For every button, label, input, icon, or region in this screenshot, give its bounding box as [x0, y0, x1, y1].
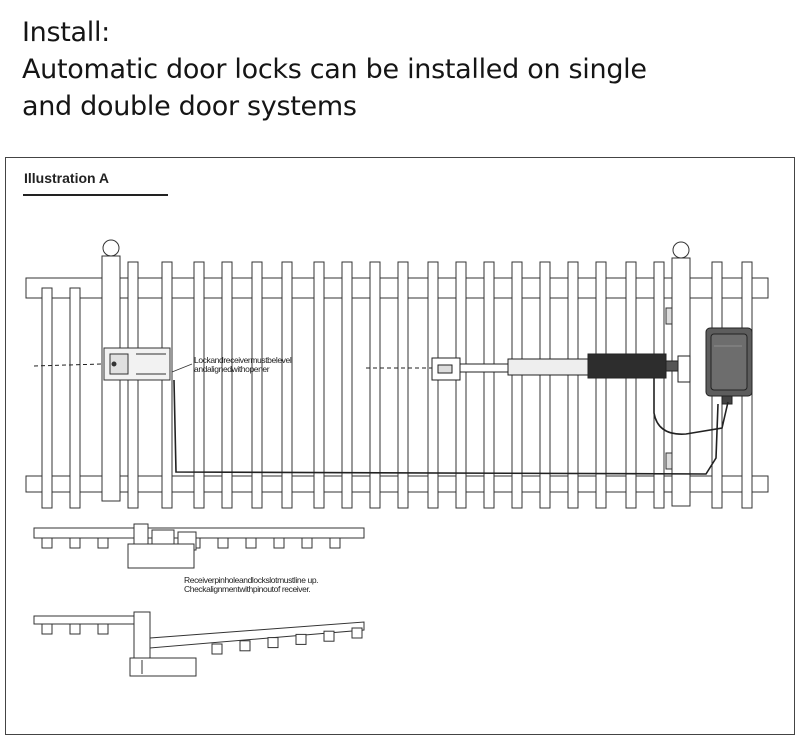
pin-alignment-note-line-1: Receiverpinholeandlockslotmustline up. [184, 575, 319, 585]
fence-picket [397, 261, 409, 509]
opener-cable [653, 378, 729, 435]
rail-tooth [97, 537, 109, 549]
fence-picket [539, 261, 551, 509]
power-cable [173, 379, 719, 475]
gate-opener [431, 353, 691, 383]
rail-tooth [69, 623, 81, 635]
heading-line-3: and double door systems [22, 91, 357, 122]
fence-rails [25, 277, 769, 493]
rail-tooth [295, 633, 307, 645]
fence-picket [653, 261, 665, 509]
bottom-rail [25, 475, 769, 493]
detail-view-bottom [33, 611, 365, 677]
fence-picket [127, 261, 139, 509]
lock-level-note-line-2: andalignedwithopener [194, 364, 270, 374]
rail-tooth [41, 623, 53, 635]
fence-picket [341, 261, 353, 509]
fence-picket [369, 261, 381, 509]
rail-tooth [97, 623, 109, 635]
rail-tooth [273, 537, 285, 549]
heading-line-1: Install: [22, 17, 110, 48]
fence-pickets [41, 261, 753, 509]
alignment-line-left [33, 363, 103, 367]
pin-alignment-note: Receiverpinholeandlockslotmustline up. C… [184, 575, 319, 594]
fence-picket [427, 261, 439, 509]
rail-tooth [217, 537, 229, 549]
illustration-frame: Illustration A [5, 157, 795, 735]
fence-picket [69, 287, 81, 509]
pin-alignment-note-line-2: Checkalignmentwithpinoutof receiver. [184, 584, 311, 594]
rail-tooth [323, 630, 335, 642]
lock-receiver [103, 347, 171, 381]
lock-callout-line [171, 363, 193, 373]
fence-picket [313, 261, 325, 509]
rail-tooth [245, 537, 257, 549]
fence-picket [251, 261, 263, 509]
fence-picket [511, 261, 523, 509]
rail-tooth [329, 537, 341, 549]
fence-picket [281, 261, 293, 509]
gate-diagram [25, 239, 769, 677]
fence-picket [221, 261, 233, 509]
fence-picket [193, 261, 205, 509]
rail-tooth [69, 537, 81, 549]
fence-picket [567, 261, 579, 509]
lock-level-note-line-1: Lockandreceivermustbelevel [194, 355, 292, 365]
fence-picket [455, 261, 467, 509]
install-heading: Install: Automatic door locks can be ins… [22, 14, 782, 125]
title-underline [23, 194, 168, 196]
detail-view-top [33, 523, 365, 569]
rail-tooth [301, 537, 313, 549]
control-box [705, 327, 753, 405]
fence-picket [595, 261, 607, 509]
rail-tooth [211, 643, 223, 655]
heading-line-2: Automatic door locks can be installed on… [22, 54, 647, 85]
lock-level-note: Lockandreceivermustbelevel andalignedwit… [194, 355, 292, 374]
illustration-title: Illustration A [24, 170, 110, 186]
top-rail [25, 277, 769, 299]
fence-picket [41, 287, 53, 509]
fence-picket [161, 261, 173, 509]
rail-tooth [351, 627, 363, 639]
fence-picket [483, 261, 495, 509]
rail-tooth [267, 637, 279, 649]
rail-tooth [239, 640, 251, 652]
rail-tooth [41, 537, 53, 549]
fence-picket [625, 261, 637, 509]
